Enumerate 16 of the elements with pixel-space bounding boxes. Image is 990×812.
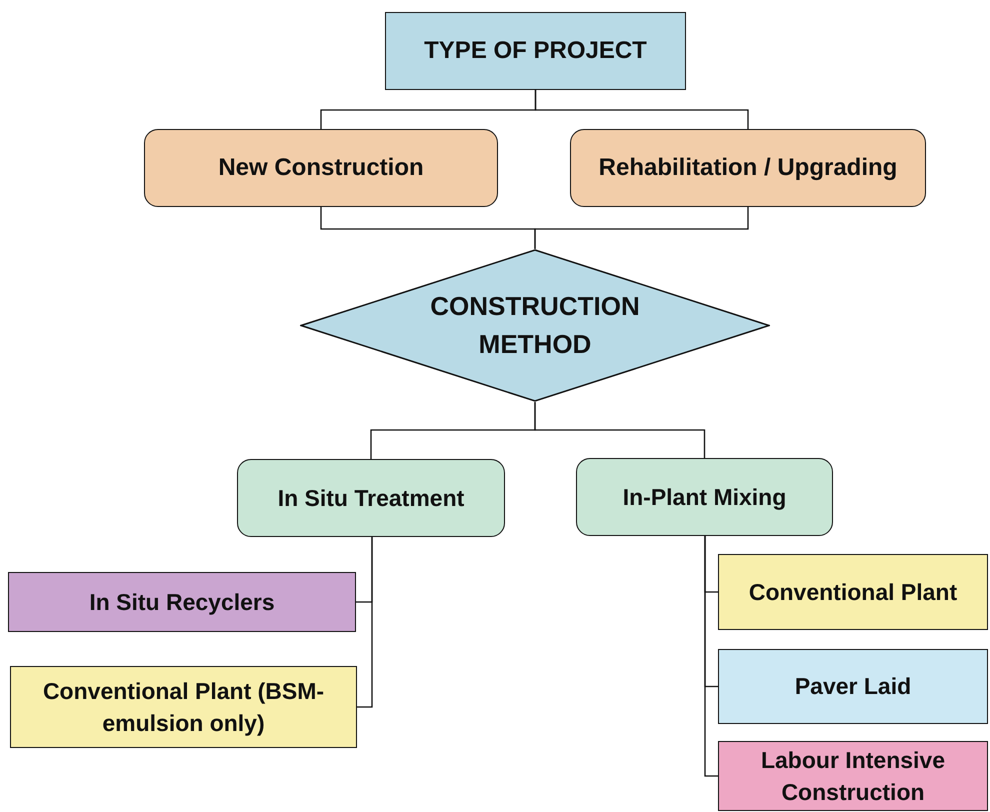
connector-line xyxy=(534,90,749,129)
process-box: New Construction xyxy=(144,129,498,207)
process-box: Conventional Plant (BSM-emulsion only) xyxy=(10,666,357,748)
process-box: Rehabilitation / Upgrading xyxy=(570,129,926,207)
process-box: Labour Intensive Construction xyxy=(718,741,988,811)
connector-line xyxy=(704,536,718,777)
decision-label: CONSTRUCTION METHOD xyxy=(429,290,641,360)
process-box: TYPE OF PROJECT xyxy=(385,12,686,90)
connector-line xyxy=(357,537,373,708)
process-box: In-Plant Mixing xyxy=(576,458,833,536)
process-box: Paver Laid xyxy=(718,649,988,724)
process-box: Conventional Plant xyxy=(718,554,988,630)
connector-line xyxy=(534,207,749,249)
connector-line xyxy=(534,402,706,458)
process-box: In Situ Treatment xyxy=(237,459,505,537)
process-box: In Situ Recyclers xyxy=(8,572,356,632)
